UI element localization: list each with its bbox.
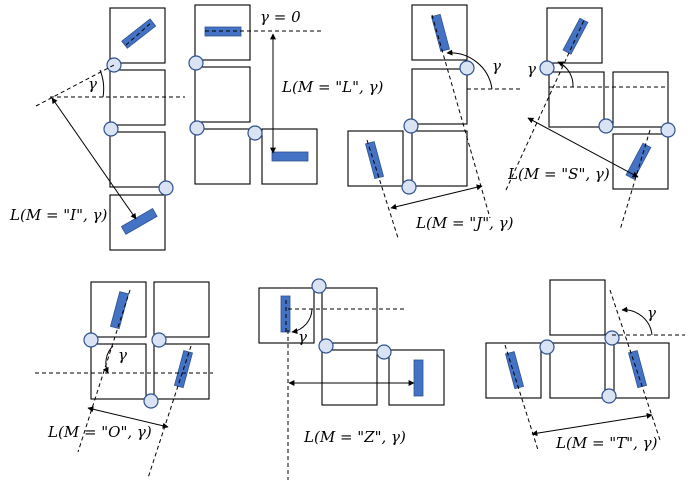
joint bbox=[318, 338, 334, 354]
label-L-T: L(M = "T", γ) bbox=[555, 434, 658, 452]
length-arrow bbox=[87, 406, 169, 429]
direction-line bbox=[505, 17, 586, 191]
joint bbox=[189, 120, 205, 136]
shape-L: γ = 0 L(M = "L", γ) bbox=[188, 4, 384, 185]
block bbox=[430, 13, 450, 52]
joint bbox=[311, 278, 327, 294]
block bbox=[413, 359, 424, 397]
direction-line bbox=[609, 289, 661, 441]
joint bbox=[660, 122, 676, 138]
gamma-label: γ bbox=[527, 60, 536, 78]
length-arrow bbox=[531, 412, 653, 437]
length-arrow bbox=[390, 184, 483, 210]
joint bbox=[401, 179, 417, 195]
square bbox=[549, 279, 606, 336]
gamma-label: γ bbox=[492, 57, 501, 75]
gamma-arc bbox=[291, 308, 313, 335]
joint bbox=[601, 388, 617, 404]
square bbox=[612, 71, 669, 128]
joint bbox=[158, 180, 174, 196]
joint bbox=[106, 57, 122, 73]
length-arrow bbox=[51, 97, 137, 220]
block bbox=[109, 291, 129, 330]
direction-line bbox=[147, 345, 192, 479]
square bbox=[194, 66, 251, 123]
square bbox=[153, 281, 210, 338]
joint bbox=[83, 332, 99, 348]
length-arrow bbox=[527, 117, 639, 178]
label-L-J: L(M = "J", γ) bbox=[415, 214, 514, 232]
square bbox=[194, 128, 251, 185]
block bbox=[365, 141, 385, 180]
gamma-label: γ bbox=[647, 304, 656, 322]
direction-line bbox=[431, 14, 491, 219]
joint bbox=[604, 330, 620, 346]
square bbox=[321, 349, 378, 406]
label-L-S: L(M = "S", γ) bbox=[507, 165, 610, 183]
gamma-arc bbox=[557, 61, 574, 88]
joint bbox=[151, 332, 167, 348]
gamma-label: γ bbox=[298, 328, 307, 346]
joint bbox=[247, 125, 263, 141]
square bbox=[109, 131, 166, 188]
square bbox=[321, 287, 378, 344]
label-L-I: L(M = "I", γ) bbox=[9, 206, 108, 224]
joint bbox=[103, 121, 119, 137]
square bbox=[90, 343, 147, 400]
gamma-label: γ bbox=[88, 75, 97, 93]
joint bbox=[376, 344, 392, 360]
joint bbox=[598, 118, 614, 134]
direction-line bbox=[619, 129, 651, 231]
joint bbox=[403, 118, 419, 134]
joint bbox=[539, 339, 555, 355]
block bbox=[120, 207, 158, 235]
shape-Z: γ L(M = "Z", γ) bbox=[258, 278, 445, 480]
direction-line bbox=[366, 139, 399, 239]
joint bbox=[143, 393, 159, 409]
shape-J: γ L(M = "J", γ) bbox=[347, 4, 520, 239]
gamma-label: γ bbox=[118, 346, 127, 364]
square bbox=[548, 71, 605, 128]
block bbox=[562, 17, 589, 55]
shape-T: γ L(M = "T", γ) bbox=[485, 279, 685, 452]
gamma-arc bbox=[621, 306, 653, 336]
gamma-zero-label: γ = 0 bbox=[260, 8, 301, 26]
gamma-arc bbox=[103, 345, 114, 374]
square bbox=[549, 342, 606, 399]
square bbox=[411, 68, 468, 125]
label-L-Z: L(M = "Z", γ) bbox=[303, 428, 406, 446]
gamma-arc bbox=[99, 69, 105, 98]
block-axis bbox=[125, 21, 153, 46]
block bbox=[271, 151, 309, 162]
direction-line bbox=[35, 64, 115, 107]
shape-O: γ L(M = "O", γ) bbox=[35, 281, 213, 479]
joint bbox=[188, 55, 204, 71]
joint bbox=[459, 60, 475, 76]
square bbox=[411, 130, 468, 187]
shape-I: γ L(M = "I", γ) bbox=[9, 7, 185, 251]
shape-S: γ L(M = "S", γ) bbox=[505, 7, 676, 231]
label-L-L: L(M = "L", γ) bbox=[281, 78, 384, 96]
joint bbox=[539, 60, 555, 76]
label-L-O: L(M = "O", γ) bbox=[47, 423, 152, 441]
gamma-arc bbox=[446, 49, 493, 90]
